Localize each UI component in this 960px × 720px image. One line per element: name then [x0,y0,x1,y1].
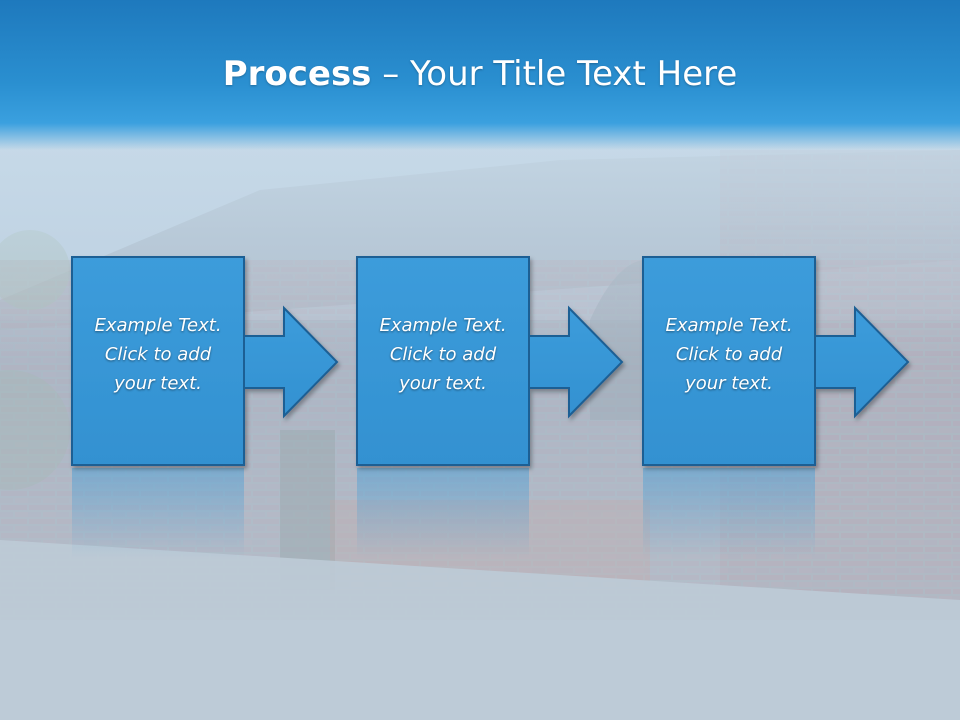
step-2-line-1: Example Text. [379,315,507,336]
slide-title[interactable]: Process – Your Title Text Here [0,52,960,96]
step-2-box [356,256,530,466]
step-1-shape[interactable] [71,256,339,466]
step-3-shape[interactable] [642,256,910,466]
title-bold: Process [222,54,372,94]
step-1-line-1: Example Text. [94,315,222,336]
step-3-reflection [643,468,815,558]
title-rest: – Your Title Text Here [371,54,738,94]
step-1-box [71,256,245,466]
step-1-line-2: Click to add [104,344,212,365]
step-3-arrow [814,305,910,419]
step-1-line-3: your text. [114,373,202,394]
step-2-reflection [357,468,529,558]
step-3-line-2: Click to add [675,344,783,365]
header-band [0,0,960,150]
step-1-reflection [72,468,244,558]
step-2-line-2: Click to add [389,344,497,365]
step-2-arrow [528,305,624,419]
step-3-line-3: your text. [685,373,773,394]
step-2-line-3: your text. [399,373,487,394]
step-1-text[interactable]: Example Text. Click to add your text. [72,311,244,398]
step-3-text[interactable]: Example Text. Click to add your text. [643,311,815,398]
step-1-arrow [243,305,339,419]
step-3-line-1: Example Text. [665,315,793,336]
step-3-box [642,256,816,466]
step-2-shape[interactable] [356,256,624,466]
step-2-text[interactable]: Example Text. Click to add your text. [357,311,529,398]
